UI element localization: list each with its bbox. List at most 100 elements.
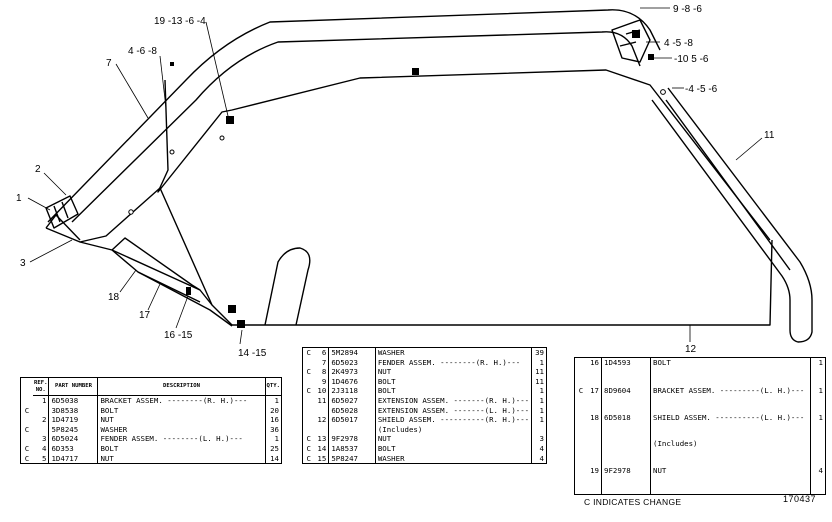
callout-4-6-8: 4 -6 -8: [128, 46, 157, 57]
quantity: 1: [818, 412, 823, 422]
description: BOLT: [375, 443, 533, 454]
description: SHIELD ASSEM. ----------(L. H.)---: [650, 412, 811, 440]
ref-number: 14: [314, 443, 330, 454]
part-number: 6D5038: [48, 395, 99, 406]
change-indicator: [575, 439, 588, 466]
part-number: 6D5023: [328, 357, 376, 368]
description: BOLT: [97, 443, 266, 454]
ref-number: 10: [314, 386, 330, 396]
description: BRACKET ASSEM. --------(R. H.)---: [97, 395, 266, 406]
description: WASHER: [97, 424, 266, 435]
description: NUT: [97, 415, 266, 425]
ref-number: [587, 439, 602, 467]
part-number: 2J3118: [328, 386, 376, 396]
bolt-marker: [170, 62, 174, 66]
ref-number: 16: [587, 357, 602, 386]
fender-inner-edge: [71, 31, 641, 223]
part-number: 5M2894: [328, 347, 376, 358]
ref-number: 6: [314, 347, 330, 358]
description: FENDER ASSEM. --------(R. H.)---: [375, 357, 533, 368]
extension-arm: [651, 87, 813, 343]
ref-number: 15: [314, 453, 330, 464]
change-indicator: [21, 396, 34, 406]
callout-18: 18: [108, 292, 120, 303]
change-indicator: C: [306, 367, 311, 377]
description: BRACKET ASSEM. ---------(L. H.)---: [650, 385, 811, 413]
quantity: 20: [270, 405, 279, 415]
callout-12: 12: [685, 344, 697, 355]
quantity: 1: [818, 385, 823, 395]
part-number: 5P8247: [328, 453, 376, 464]
quantity: 1: [539, 386, 544, 396]
ref-number: [314, 424, 330, 435]
ref-number: [314, 405, 330, 416]
table-header-row: REF. NO. PART NUMBER DESCRIPTION QTY.: [21, 377, 282, 396]
change-indicator: C: [306, 348, 311, 357]
change-indicator: [303, 396, 315, 406]
part-number: 6D5028: [328, 405, 376, 416]
change-indicator: [575, 466, 588, 494]
quantity: 1: [274, 434, 279, 444]
part-number: 6D5017: [328, 415, 376, 425]
bolt-marker: [237, 320, 245, 328]
change-indicator: C: [306, 453, 311, 463]
ref-number: 1: [33, 395, 50, 406]
change-legend-note: C INDICATES CHANGE: [584, 497, 682, 507]
change-indicator: C: [306, 386, 311, 396]
callout-19-13-6-4: 19 -13 -6 -4: [154, 16, 206, 27]
part-number-header: PART NUMBER: [48, 377, 99, 396]
ref-number: 3: [33, 434, 50, 444]
quantity: 16: [270, 415, 279, 425]
change-indicator: C: [24, 424, 30, 434]
change-indicator: C: [24, 443, 30, 453]
ref-number: 5: [33, 453, 50, 464]
part-number: 6D5027: [328, 395, 376, 406]
change-indicator: C: [24, 405, 30, 415]
description: BOLT: [650, 357, 811, 386]
change-indicator: C: [24, 453, 30, 463]
leader-lines: [27, 7, 763, 345]
description: NUT: [97, 453, 266, 464]
quantity: 4: [539, 453, 544, 463]
change-indicator: [303, 358, 315, 368]
shield-arc: [264, 247, 311, 326]
part-number: 6D5024: [48, 434, 99, 444]
table-row: (Includes): [303, 424, 547, 435]
callout-17: 17: [139, 310, 151, 321]
change-indicator: [303, 406, 315, 416]
ref-number: 11: [314, 395, 330, 406]
quantity: 1: [539, 395, 544, 405]
callout-7: 7: [106, 58, 112, 69]
top-bracket: [611, 19, 651, 63]
ref-number: 19: [587, 466, 602, 495]
callout-10-5-6: -10 5 -6: [674, 54, 709, 65]
change-indicator: [21, 415, 34, 425]
change-indicator: [303, 425, 315, 435]
table-row: (Includes): [575, 439, 826, 467]
ref-number: 7: [314, 357, 330, 368]
description: EXTENSION ASSEM. -------(R. H.)---: [375, 395, 533, 406]
bolt-marker: [186, 287, 191, 295]
quantity: 1: [539, 357, 544, 367]
part-number: 1D4593: [601, 357, 651, 386]
quantity: 36: [270, 424, 279, 434]
part-number: 9F2978: [601, 466, 651, 495]
bolt-marker: [412, 68, 419, 75]
illustration-number: 170437: [783, 494, 817, 504]
part-number: 3D8538: [48, 405, 99, 416]
